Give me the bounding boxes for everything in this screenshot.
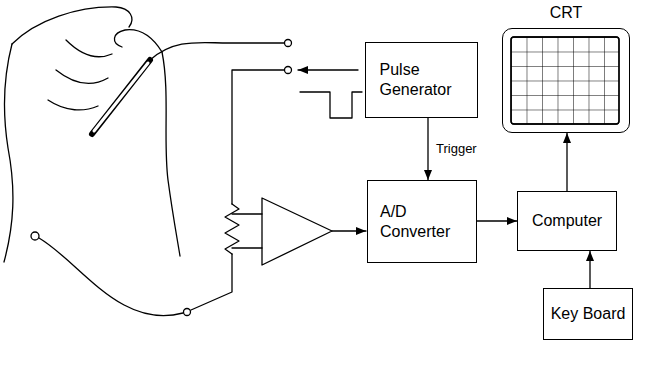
process-box: Key Board (543, 288, 633, 340)
connector-arrow (566, 133, 567, 191)
crt-screen (511, 37, 619, 124)
process-box: A/D Converter (367, 180, 477, 263)
stylus (94, 63, 148, 131)
crt-screen (511, 37, 619, 124)
wire (191, 254, 232, 310)
wire (232, 213, 262, 214)
wire (232, 70, 284, 204)
node-label: A/D Converter (380, 202, 464, 242)
finger-fold (48, 100, 98, 110)
crt-monitor: CRT (502, 28, 630, 133)
process-box: Computer (517, 191, 617, 251)
wire (150, 43, 284, 60)
terminal (184, 309, 191, 316)
connector-arrow (477, 220, 517, 221)
amplifier-symbol (262, 198, 332, 265)
electrode (31, 232, 39, 240)
connector-arrow (427, 118, 428, 180)
pulse-waveform (300, 92, 362, 118)
node-label: Pulse Generator (380, 60, 464, 100)
thumb-outline (114, 30, 162, 52)
wire (39, 238, 183, 316)
illustration-group (4, 7, 619, 316)
resistor-symbol (225, 204, 239, 254)
terminal (285, 67, 292, 74)
hand-outline (162, 52, 180, 256)
pulse-arrow (298, 69, 358, 70)
hand-outline (4, 44, 13, 262)
node-label: Key Board (551, 304, 626, 324)
node-label: Computer (532, 211, 602, 231)
signal-arrow (332, 230, 366, 231)
terminal (285, 40, 292, 47)
stylus (92, 60, 150, 134)
node-heading: CRT (550, 3, 583, 23)
process-box: Pulse Generator (365, 42, 478, 118)
wire (232, 247, 262, 248)
finger-fold (56, 70, 108, 83)
edge-label: Trigger (434, 141, 479, 157)
finger-fold (66, 40, 112, 57)
connector-arrow (589, 251, 590, 288)
